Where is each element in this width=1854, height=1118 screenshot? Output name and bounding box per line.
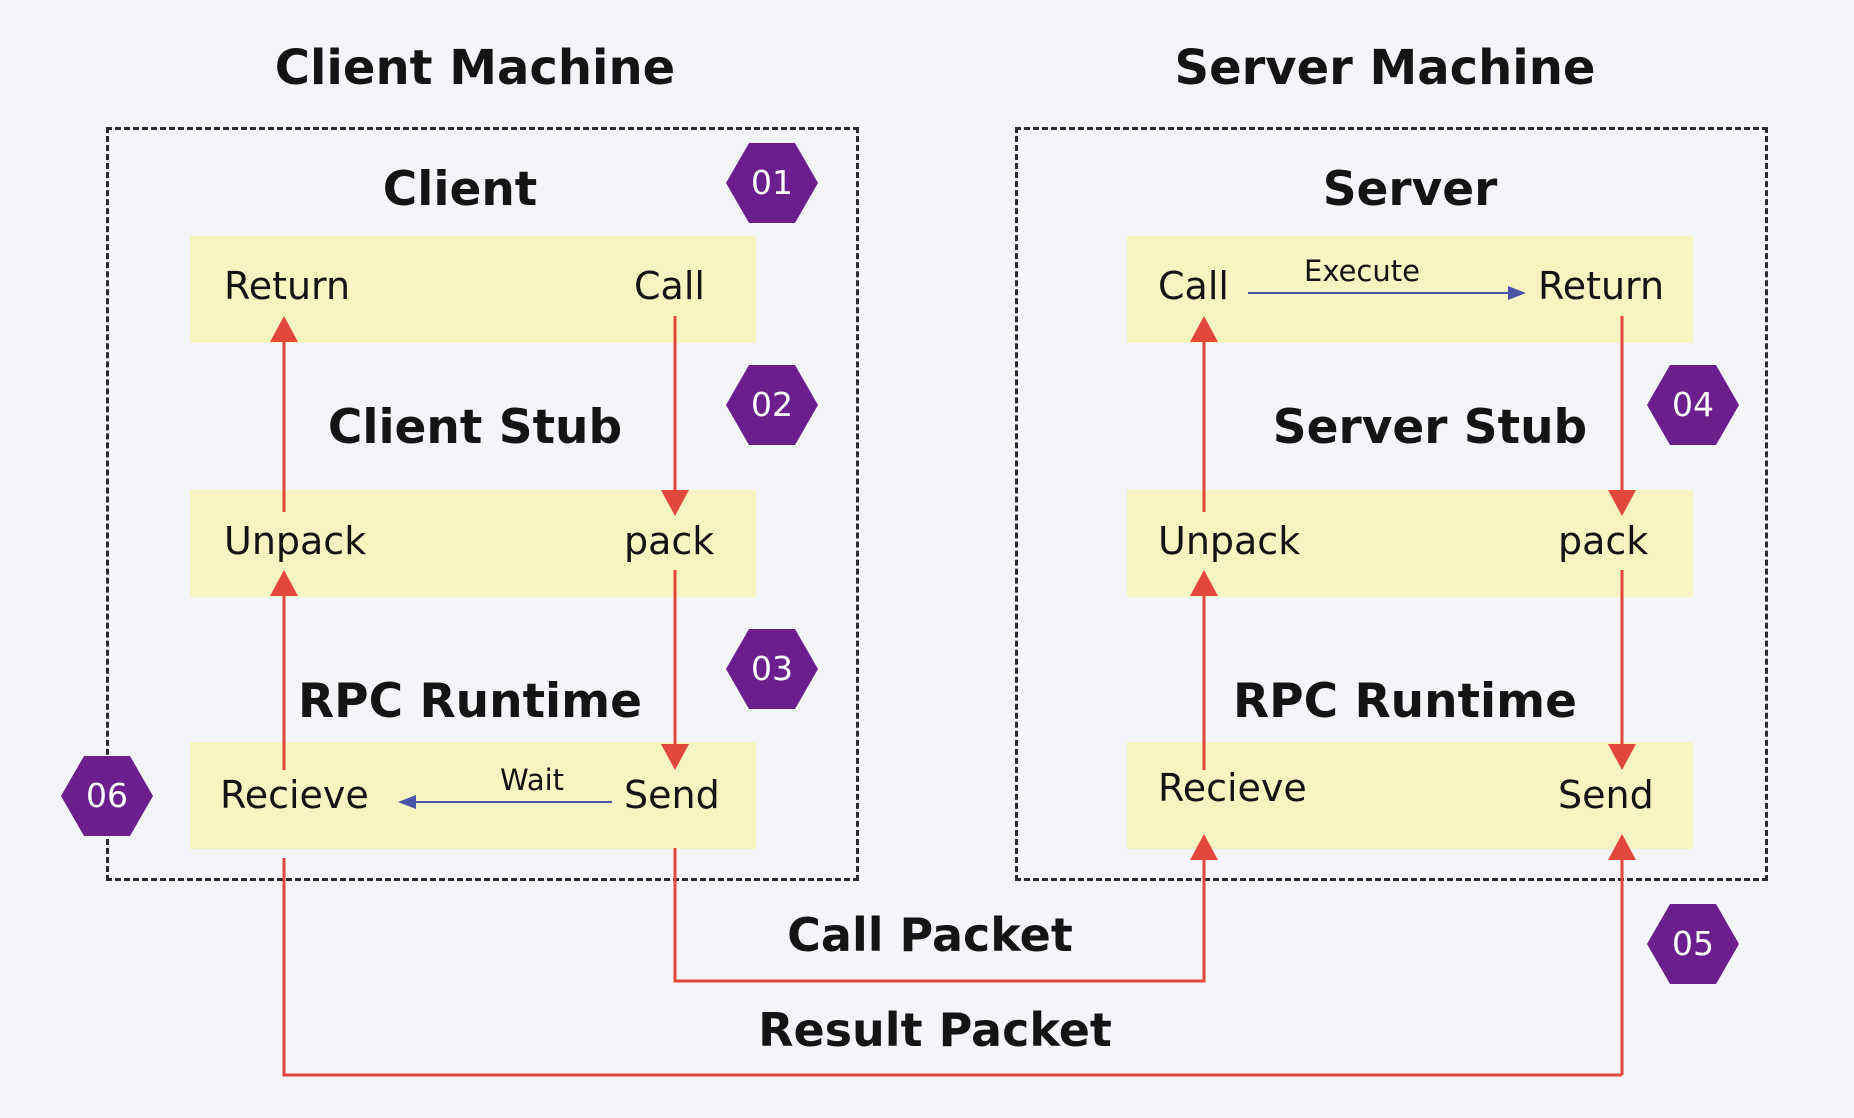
step-badge-03: 03 xyxy=(726,629,818,709)
server-machine-title: Server Machine xyxy=(1174,40,1596,96)
client-call-label: Call xyxy=(634,264,705,308)
server-call-return-band xyxy=(1127,236,1693,343)
hexagon-icon xyxy=(61,756,153,836)
step-badge-02: 02 xyxy=(726,365,818,445)
hexagon-icon xyxy=(1647,365,1739,445)
result-packet-path xyxy=(282,834,1636,1077)
server-call-label: Call xyxy=(1158,264,1229,308)
step-badge-01: 01 xyxy=(726,143,818,223)
call-packet-path xyxy=(673,834,1218,983)
client-unpack-to-return-arrow xyxy=(270,316,298,512)
client-machine-title: Client Machine xyxy=(274,40,676,96)
server-stub-title: Server Stub xyxy=(1272,400,1588,455)
server-stub-band xyxy=(1127,490,1693,597)
step-badge-06: 06 xyxy=(61,756,153,836)
server-unpack-to-call-arrow xyxy=(1190,316,1218,512)
server-title: Server xyxy=(1322,162,1498,217)
hexagon-icon xyxy=(726,143,818,223)
client-unpack-label: Unpack xyxy=(224,519,367,563)
client-wait-label: Wait xyxy=(500,763,565,797)
server-return-to-pack-arrow xyxy=(1608,316,1636,516)
client-stub-title: Client Stub xyxy=(327,400,623,455)
result-packet-label: Result Packet xyxy=(758,1003,1112,1057)
client-pack-to-send-arrow xyxy=(661,570,689,770)
server-runtime-band xyxy=(1127,742,1693,849)
server-receive-label: Recieve xyxy=(1158,766,1307,810)
call-packet-label: Call Packet xyxy=(787,908,1073,962)
client-receive-to-unpack-arrow xyxy=(270,570,298,770)
client-return-label: Return xyxy=(224,264,351,308)
server-pack-to-send-arrow xyxy=(1608,570,1636,770)
hexagon-icon xyxy=(726,365,818,445)
step-badge-04: 04 xyxy=(1647,365,1739,445)
hexagon-icon xyxy=(726,629,818,709)
server-execute-label: Execute xyxy=(1304,254,1420,288)
step-badge-05: 05 xyxy=(1647,904,1739,984)
server-runtime-title: RPC Runtime xyxy=(1232,674,1578,729)
client-machine-box xyxy=(106,127,859,881)
server-return-label: Return xyxy=(1538,264,1665,308)
client-receive-label: Recieve xyxy=(220,773,369,817)
server-unpack-label: Unpack xyxy=(1158,519,1301,563)
client-wait-arrow xyxy=(398,795,612,809)
server-execute-arrow xyxy=(1248,286,1526,300)
client-runtime-title: RPC Runtime xyxy=(297,674,643,729)
server-machine-box xyxy=(1015,127,1768,881)
client-title: Client xyxy=(382,162,538,217)
server-pack-label: pack xyxy=(1558,519,1649,563)
client-call-to-pack-arrow xyxy=(661,316,689,516)
server-send-label: Send xyxy=(1558,773,1654,817)
client-send-label: Send xyxy=(624,773,720,817)
hexagon-icon xyxy=(1647,904,1739,984)
server-receive-to-unpack-arrow xyxy=(1190,570,1218,770)
client-pack-label: pack xyxy=(624,519,715,563)
